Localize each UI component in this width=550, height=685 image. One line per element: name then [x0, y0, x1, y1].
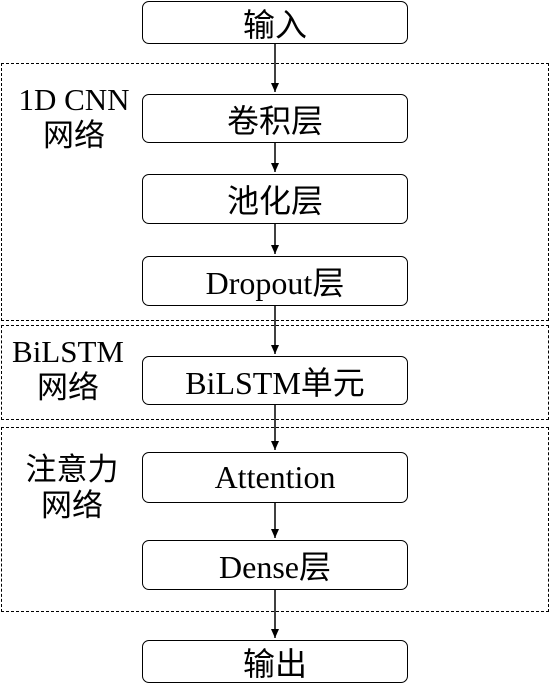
- dropout-layer-node: Dropout层: [142, 256, 408, 306]
- bilstm-unit-node: BiLSTM单元: [142, 356, 408, 405]
- dense-layer-node: Dense层: [142, 540, 408, 590]
- attention-network-label: 注意力 网络: [25, 452, 119, 523]
- pool-layer-node: 池化层: [142, 174, 408, 224]
- cnn-network-label: 1D CNN 网络: [18, 82, 130, 153]
- bilstm-network-label: BiLSTM 网络: [12, 334, 124, 405]
- input-node: 输入: [142, 1, 408, 44]
- output-node: 输出: [142, 640, 408, 683]
- conv-layer-node: 卷积层: [142, 94, 408, 143]
- attention-node: Attention: [142, 452, 408, 503]
